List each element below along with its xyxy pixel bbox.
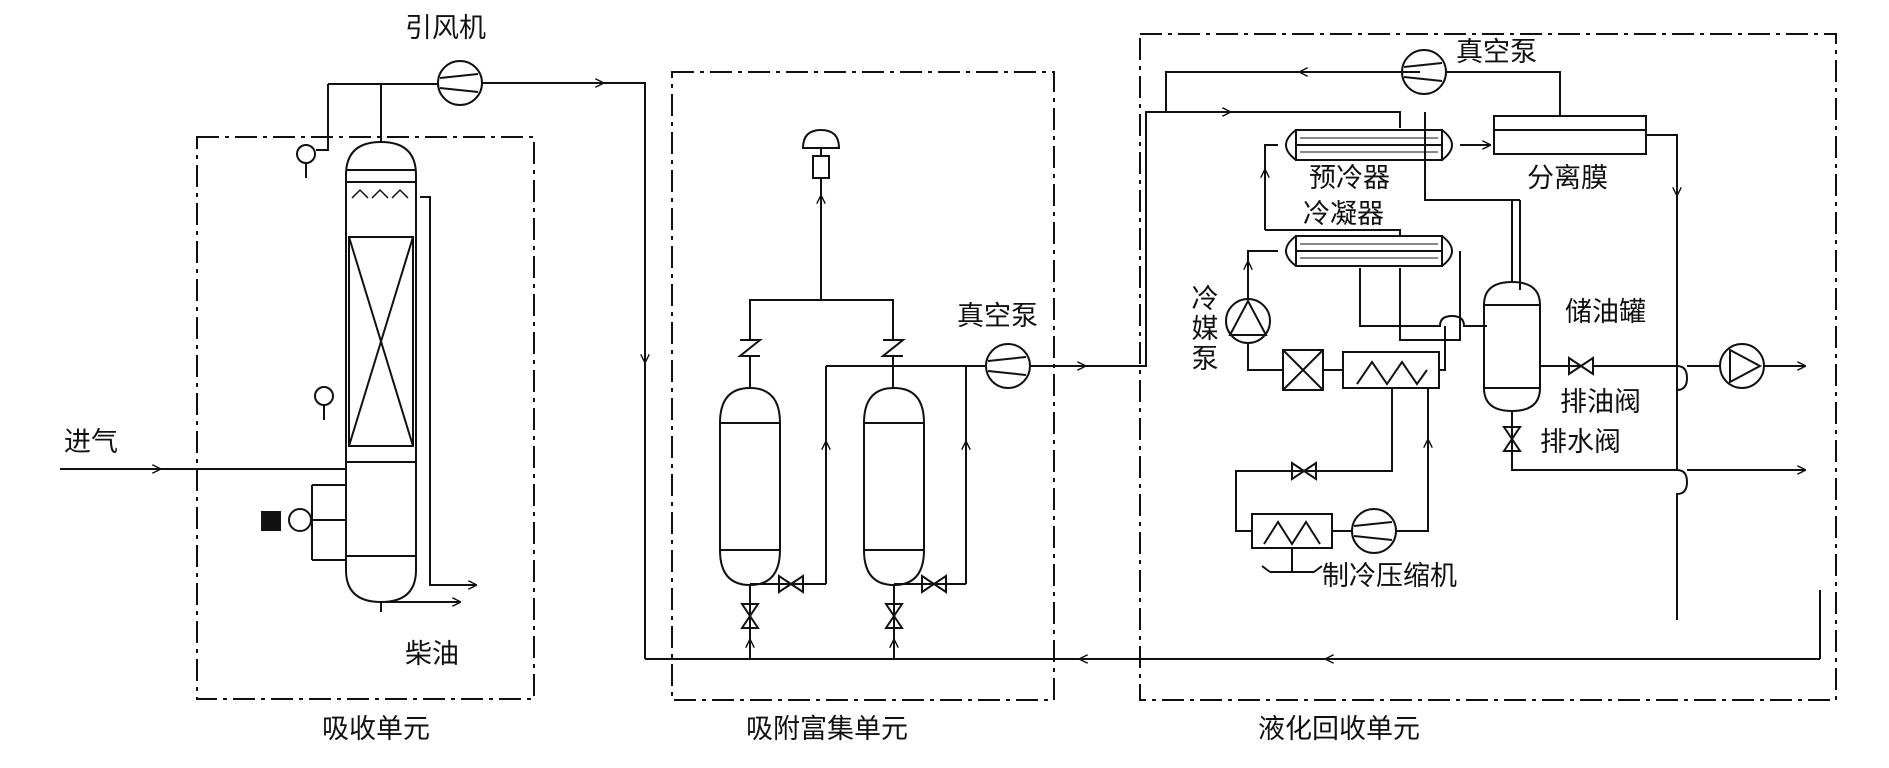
precooler-icon xyxy=(1285,129,1453,161)
vacuum-pump-top-label: 真空泵 xyxy=(1456,37,1537,68)
separation-membrane-label: 分离膜 xyxy=(1527,163,1608,194)
adsorber-column-right xyxy=(863,386,925,587)
refrigerant-pump-icon xyxy=(1225,298,1271,344)
oil-drain-valve-label: 排油阀 xyxy=(1560,387,1641,418)
inlet-gas-label: 进气 xyxy=(64,427,118,458)
check-valve-right-icon xyxy=(880,333,906,388)
valve-left-vertical-icon xyxy=(740,603,760,629)
level-gauge-icon xyxy=(314,386,334,420)
absorption-unit-boundary xyxy=(196,136,535,700)
absorption-unit-label: 吸收单元 xyxy=(322,714,430,745)
refrigerant-box-icon xyxy=(1282,349,1324,391)
valve-left-horizontal-icon xyxy=(778,574,804,594)
water-drain-valve-icon xyxy=(1502,426,1522,452)
induced-fan-label: 引风机 xyxy=(405,13,486,44)
pressure-gauge-icon xyxy=(296,144,316,178)
refrigeration-condenser-unit-icon xyxy=(1251,513,1333,573)
valve-right-vertical-icon xyxy=(884,603,904,629)
oil-drain-valve-icon xyxy=(1568,356,1594,376)
oil-discharge-pump-icon xyxy=(1719,343,1765,389)
vacuum-pump-adsorption-icon xyxy=(985,343,1031,389)
valve-right-horizontal-icon xyxy=(921,574,947,594)
adsorption-unit-label: 吸附富集单元 xyxy=(746,714,908,745)
liquefaction-unit-label: 液化回收单元 xyxy=(1258,714,1420,745)
check-valve-left-icon xyxy=(737,333,763,388)
vacuum-pump-adsorption-label: 真空泵 xyxy=(957,301,1038,332)
liquefaction-unit-boundary xyxy=(1139,33,1837,701)
precooler-label: 预冷器 xyxy=(1309,163,1390,194)
diesel-label: 柴油 xyxy=(405,639,459,670)
condenser-icon xyxy=(1285,235,1453,267)
condenser-label: 冷凝器 xyxy=(1303,199,1384,230)
throttle-valve-icon xyxy=(1291,461,1317,481)
oil-storage-tank-label: 储油罐 xyxy=(1565,297,1646,328)
evaporator-icon xyxy=(1342,351,1440,389)
oil-storage-tank-icon xyxy=(1483,280,1541,413)
separation-membrane-icon xyxy=(1493,115,1647,155)
absorption-tower xyxy=(345,130,417,612)
adsorber-column-left xyxy=(719,386,781,587)
water-drain-valve-label: 排水阀 xyxy=(1540,427,1621,458)
refrigeration-compressor-label: 制冷压缩机 xyxy=(1322,561,1457,592)
level-controller-icon xyxy=(261,484,346,561)
refrigerant-pump-label: 冷媒泵 xyxy=(1191,284,1219,375)
refrigeration-compressor-icon xyxy=(1351,508,1397,554)
induced-fan-icon xyxy=(437,60,483,106)
exhaust-vent-icon xyxy=(801,128,841,179)
adsorption-unit-boundary xyxy=(671,71,1055,701)
